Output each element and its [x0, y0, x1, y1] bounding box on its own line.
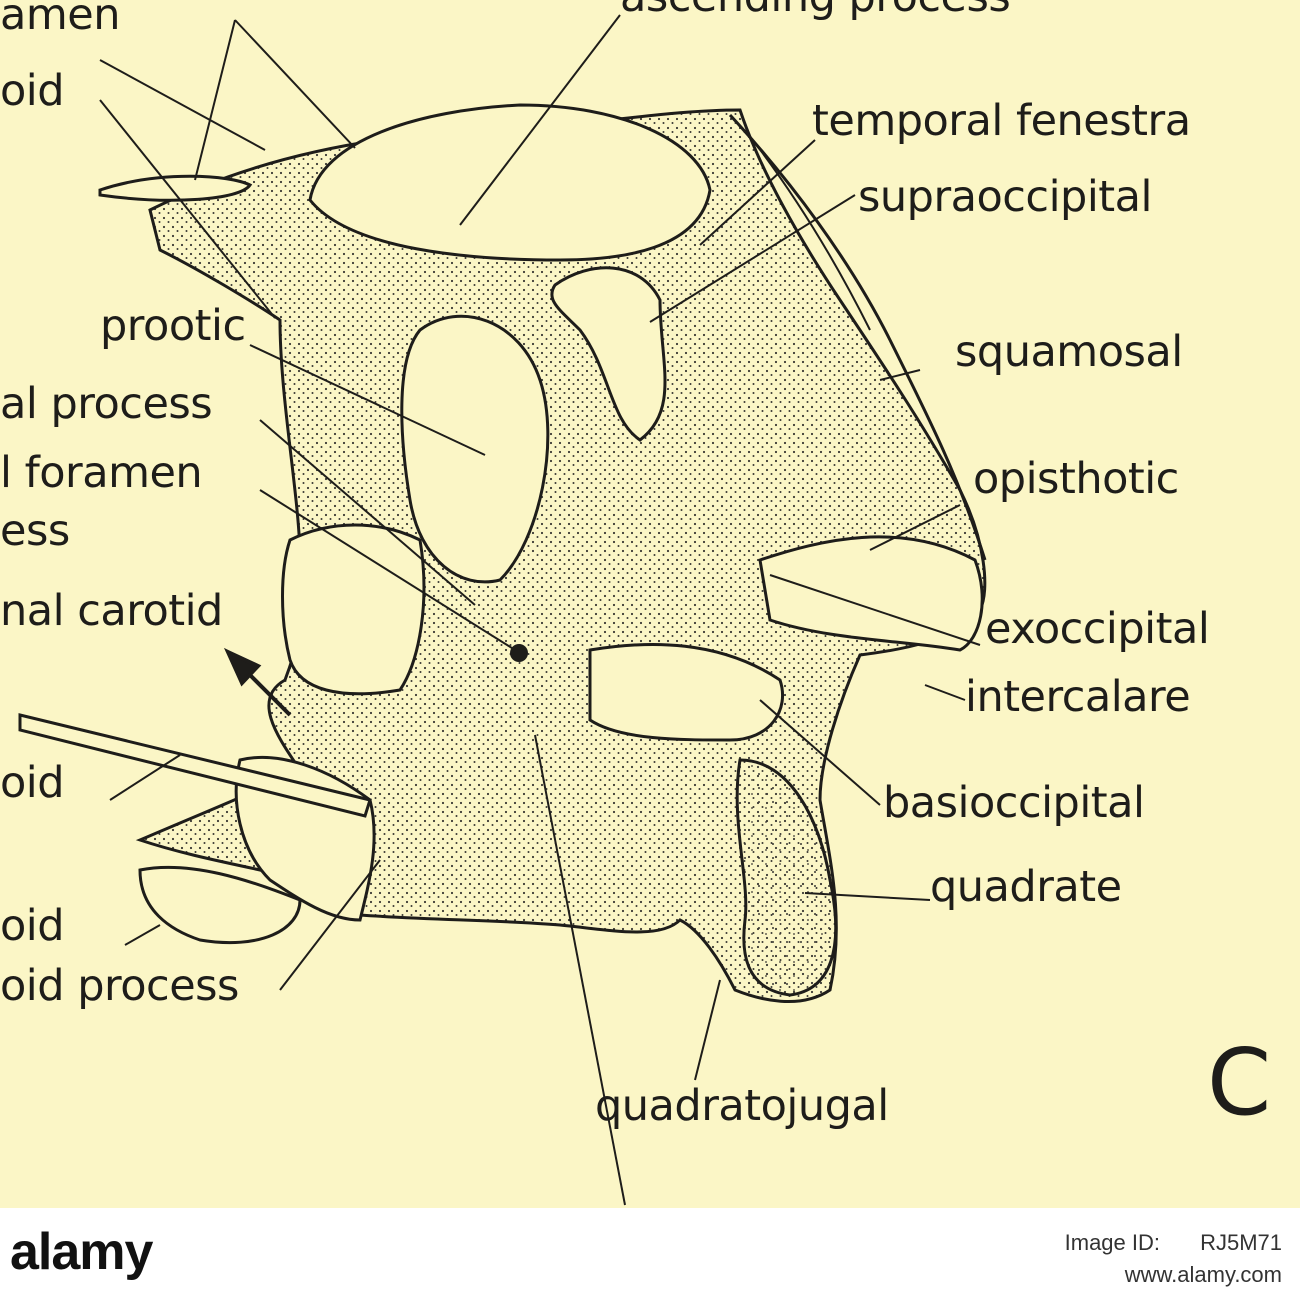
label-quadrate: quadrate [930, 862, 1122, 912]
label-l-foramen: l foramen [0, 448, 203, 498]
label-oid-low: oid [0, 901, 65, 951]
leader-lines [99, 14, 981, 1206]
label-basioccipital: basioccipital [883, 778, 1145, 828]
stock-footer: alamy Image ID: RJ5M71 www.alamy.com [0, 1208, 1300, 1298]
brand-site: www.alamy.com [1124, 1262, 1282, 1287]
label-prootic: prootic [100, 301, 246, 351]
label-opisthotic: opisthotic [973, 454, 1179, 504]
label-oid-mid: oid [0, 758, 65, 808]
label-quadratojugal: quadratojugal [595, 1081, 889, 1131]
label-oid-process: oid process [0, 961, 239, 1011]
label-al-process: al process [0, 379, 213, 429]
label-squamosal: squamosal [955, 327, 1183, 377]
carotid-arrow [223, 647, 292, 717]
light-bones [18, 103, 984, 997]
label-ascending-process: ascending process [620, 0, 1011, 19]
label-temporal-fenestra: temporal fenestra [812, 96, 1191, 146]
diagram-figure: amen oid ascending process temporal fene… [0, 0, 1300, 1208]
foramen-dot [510, 644, 528, 662]
label-ess: ess [0, 506, 70, 556]
skull-drawing [18, 14, 987, 1206]
label-exoccipital: exoccipital [985, 604, 1210, 654]
label-intercalare: intercalare [965, 672, 1191, 722]
image-id-label: Image ID: [1064, 1230, 1160, 1255]
label-oid-top: oid [0, 66, 65, 116]
label-nal-carotid: nal carotid [0, 586, 223, 636]
label-amen: amen [0, 0, 120, 40]
label-supraoccipital: supraoccipital [858, 172, 1152, 222]
brand-url: RJ5M71 [1200, 1230, 1282, 1255]
panel-letter: C [1207, 1029, 1272, 1136]
brand-logo: alamy [10, 1223, 153, 1281]
